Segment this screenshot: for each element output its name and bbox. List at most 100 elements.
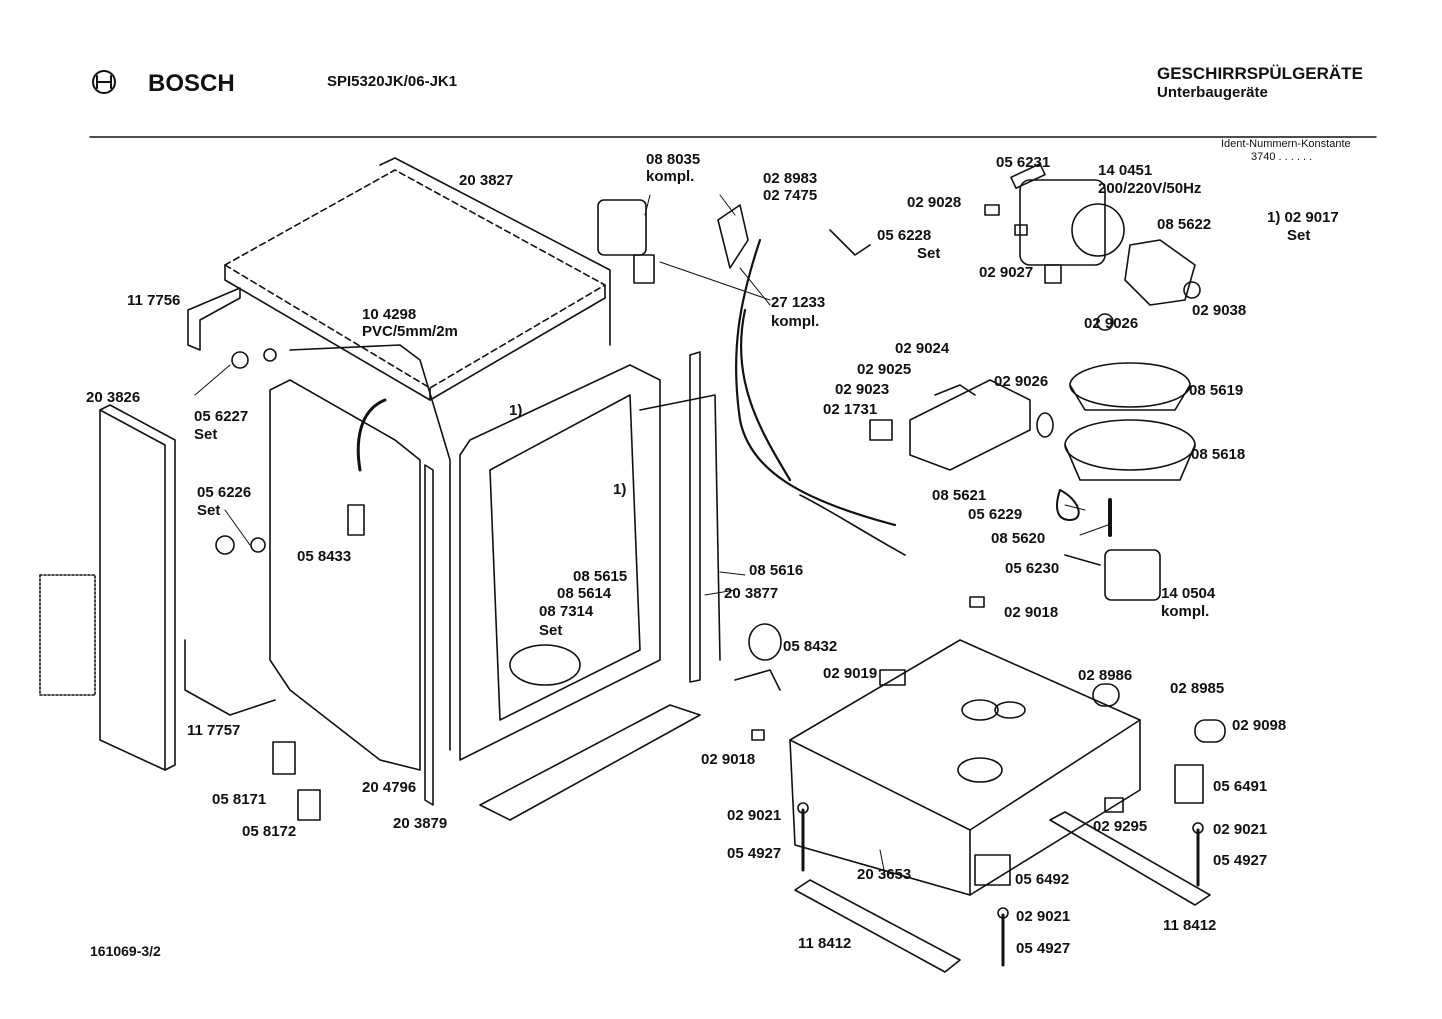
part-label: 02 9027: [979, 264, 1034, 281]
bracket-117756-drawing: [187, 287, 241, 351]
subcategory-title: Unterbaugeräte: [1157, 84, 1268, 101]
part-label: 08 5616: [749, 562, 804, 579]
part-label: 05 6229: [968, 506, 1023, 523]
gasket-203879-drawing: [424, 464, 434, 806]
part-label: 08 7314: [539, 603, 594, 620]
part-label: 1) 02 9017: [1267, 209, 1339, 226]
base-tray-drawing: [789, 639, 1141, 896]
ident-label: Ident-Nummern-Konstante: [1221, 138, 1351, 150]
part-label: 05 6492: [1015, 871, 1070, 888]
part-label: 02 9018: [1004, 604, 1059, 621]
leader-lines: [194, 194, 1109, 876]
category-title: GESCHIRRSPÜLGERÄTE: [1157, 64, 1363, 83]
document-number: 161069-3/2: [90, 943, 161, 959]
feet-screws-drawing: [797, 802, 1204, 967]
part-label: 02 9021: [727, 807, 782, 824]
part-label: 05 6228: [877, 227, 932, 244]
part-label: 08 5615: [573, 568, 628, 585]
fittings-left-drawing: [215, 348, 365, 821]
part-label: PVC/5mm/2m: [362, 323, 458, 340]
heater-block-drawing: [869, 379, 1054, 471]
part-label: 20 3827: [459, 172, 514, 189]
part-label: 02 7475: [763, 187, 818, 204]
bosch-logo-icon: [92, 70, 116, 94]
hose-104298-drawing: [356, 398, 387, 472]
sump-filter-drawing: [1056, 362, 1196, 601]
part-label: 14 0451: [1098, 162, 1153, 179]
ident-value: 3740 . . . . . .: [1251, 151, 1313, 163]
rail-118412-right-drawing: [1049, 811, 1211, 906]
part-label: 11 8412: [1163, 917, 1217, 934]
part-label: 05 8433: [297, 548, 352, 565]
part-label: 05 6226: [197, 484, 252, 501]
part-label: 02 9023: [835, 381, 890, 398]
part-label: 05 4927: [1213, 852, 1268, 869]
gasket-203877-drawing: [689, 351, 701, 683]
part-label: 11 7757: [187, 722, 241, 739]
brand-name: BOSCH: [148, 70, 235, 97]
part-label: Set: [1287, 227, 1311, 244]
part-label: 11 7756: [127, 292, 181, 309]
part-label: 08 5614: [557, 585, 612, 602]
part-label: 08 8035: [646, 151, 701, 168]
part-label: 05 6230: [1005, 560, 1060, 577]
part-label: 20 4796: [362, 779, 417, 796]
plinth-rail-drawing: [479, 704, 701, 821]
part-label: 02 9019: [823, 665, 878, 682]
part-label: 02 8983: [763, 170, 818, 187]
part-label: 20 3879: [393, 815, 448, 832]
part-label: 02 8985: [1170, 680, 1225, 697]
part-label: 02 9018: [701, 751, 756, 768]
part-label: 02 9025: [857, 361, 912, 378]
part-label: 02 9021: [1213, 821, 1268, 838]
part-label: 20 3826: [86, 389, 141, 406]
part-label: 05 8171: [212, 791, 267, 808]
part-label: kompl.: [1161, 603, 1210, 620]
side-panel-203826-drawing: [39, 404, 176, 771]
inlet-valve-drawing: [597, 199, 906, 556]
part-label: 02 9026: [994, 373, 1049, 390]
part-label: 05 6491: [1213, 778, 1268, 795]
part-label: 02 9038: [1192, 302, 1247, 319]
part-label: 200/220V/50Hz: [1098, 180, 1202, 197]
note-label: 1): [509, 402, 523, 419]
part-label: 05 8172: [242, 823, 297, 840]
part-label: 20 3653: [857, 866, 912, 883]
part-label: 08 5622: [1157, 216, 1212, 233]
part-label: 08 5619: [1189, 382, 1244, 399]
part-label: 02 9024: [895, 340, 950, 357]
tub-shell-drawing: [184, 344, 661, 771]
rail-118412-left-drawing: [794, 879, 961, 973]
misc-small-parts-drawing: [734, 596, 1226, 886]
part-label: 14 0504: [1161, 585, 1216, 602]
part-label: 02 9026: [1084, 315, 1139, 332]
gasket-085616-drawing: [639, 394, 721, 661]
part-label: 05 6227: [194, 408, 249, 425]
part-label: 08 5618: [1191, 446, 1246, 463]
part-label: 02 9021: [1016, 908, 1071, 925]
part-label: Set: [197, 502, 221, 519]
part-label: 02 9098: [1232, 717, 1287, 734]
part-label: 05 6231: [996, 154, 1051, 171]
part-label: 27 1233: [771, 294, 826, 311]
part-label: 08 5620: [991, 530, 1046, 547]
motor-pump-drawing: [984, 163, 1201, 331]
part-label: 11 8412: [798, 935, 852, 952]
model-number: SPI5320JK/06-JK1: [327, 73, 458, 90]
part-label: 02 8986: [1078, 667, 1133, 684]
part-label: 02 1731: [823, 401, 878, 418]
part-label: 05 8432: [783, 638, 838, 655]
part-label: 05 4927: [727, 845, 782, 862]
top-cover-drawing: [224, 157, 611, 401]
part-label: Set: [194, 426, 218, 443]
part-label: 05 4927: [1016, 940, 1071, 957]
part-label: 02 9295: [1093, 818, 1148, 835]
part-label: 08 5621: [932, 487, 987, 504]
note-label: 1): [613, 481, 627, 498]
part-label: kompl.: [646, 168, 695, 185]
part-label: 02 9028: [907, 194, 962, 211]
part-label: Set: [539, 622, 563, 639]
part-label: kompl.: [771, 313, 820, 330]
part-label: 20 3877: [724, 585, 779, 602]
